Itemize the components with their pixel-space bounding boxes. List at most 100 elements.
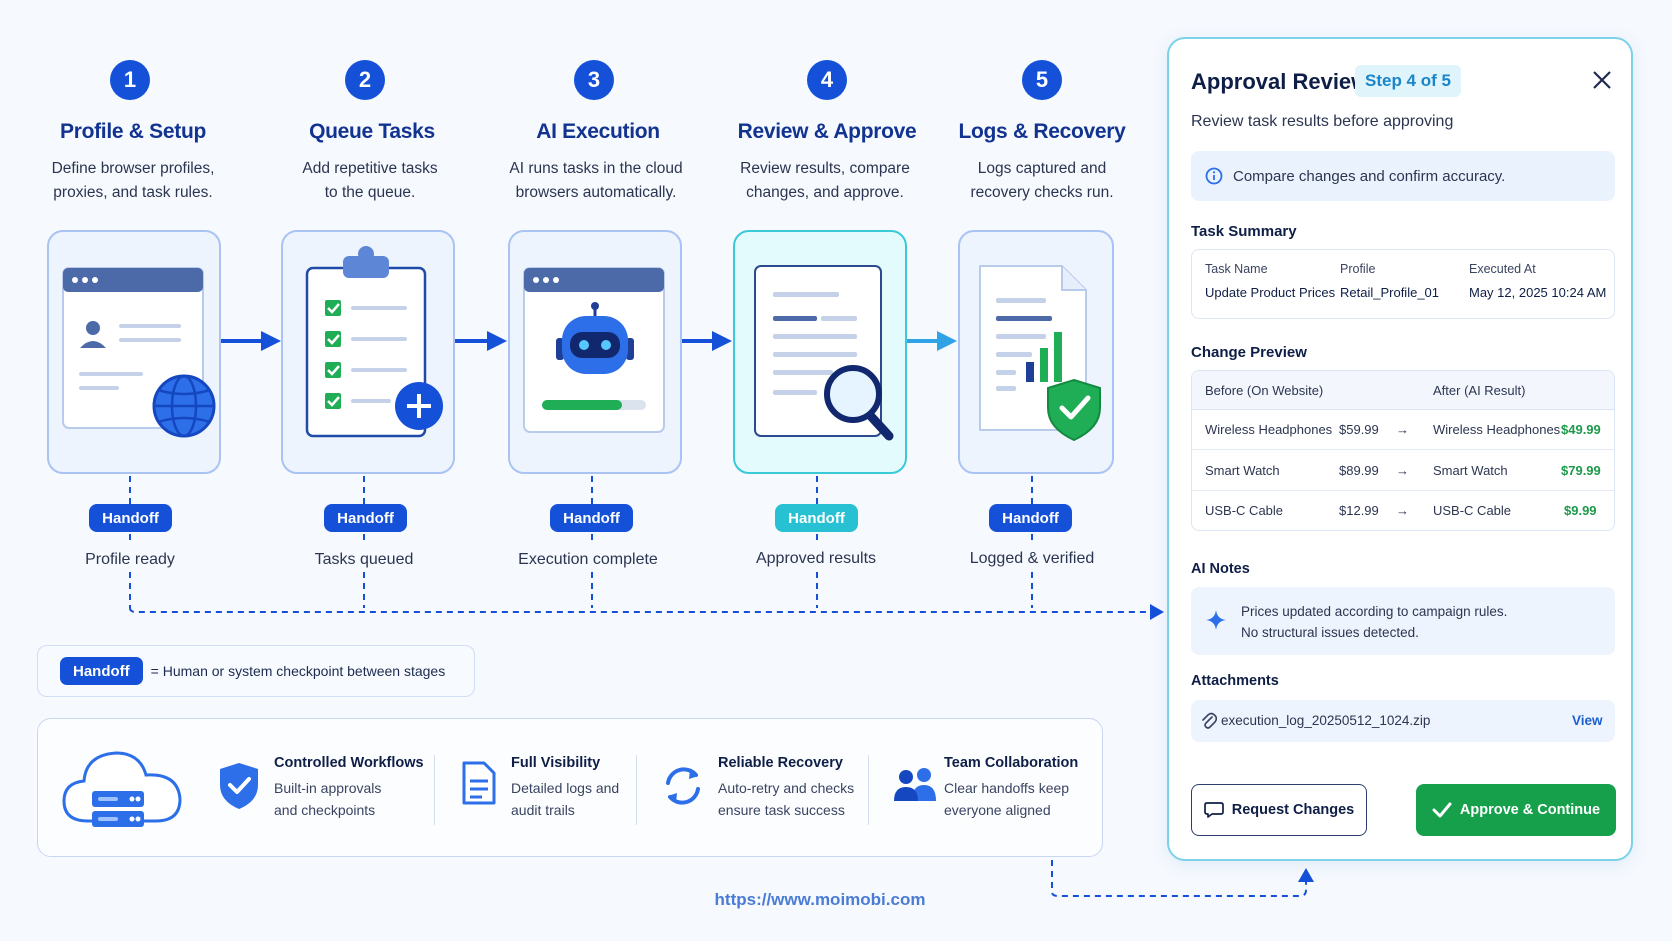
step-1-desc-line-1: Define browser profiles, [51,160,215,177]
arrow-right-icon [682,331,732,351]
robot-browser-icon [523,267,665,433]
legend-text: = Human or system checkpoint between sta… [150,663,446,679]
handoff-label-execution-complete: Execution complete [518,551,658,568]
feature-desc-line-1: Built-in approvals [274,780,382,796]
step-4-card[interactable] [733,230,907,474]
clipboard-checklist-icon [305,246,443,438]
step-4-number: 4 [807,60,847,100]
step-1-desc-line-2: proxies, and task rules. [53,184,213,201]
task-summary-heading: Task Summary [1191,223,1297,240]
task-summary-card: Task Name Update Product Prices Profile … [1191,249,1615,319]
step-1-number: 1 [110,60,150,100]
feature-desc: Detailed logs and audit trails [511,777,619,821]
close-icon[interactable] [1591,69,1613,91]
attachments-heading: Attachments [1191,673,1279,689]
info-text: Compare changes and confirm accuracy. [1233,167,1506,185]
summary-executed-at: Executed At May 12, 2025 10:24 AM [1469,262,1606,300]
attachment-view-link[interactable]: View [1572,713,1603,728]
arrow-right-icon [221,331,281,351]
feature-desc-line-2: audit trails [511,802,575,818]
step-2-card[interactable] [281,230,455,474]
document-magnifier-icon [754,265,894,441]
panel-title: Approval Review [1191,69,1369,94]
feature-desc-line-2: everyone aligned [944,802,1051,818]
feature-divider [868,755,869,825]
feature-desc-line-1: Auto-retry and checks [718,780,855,796]
handoff-badge: Handoff [89,504,172,532]
handoff-label-tasks-queued: Tasks queued [314,551,414,568]
handoff-badge: Handoff [989,504,1072,532]
before-column-header: Before (On Website) [1205,383,1324,398]
ai-notes-box: Prices updated according to campaign rul… [1191,587,1615,655]
table-row: USB-C Cable $12.99 → USB-C Cable $9.99 [1192,491,1614,531]
step-badge: Step 4 of 5 [1355,65,1461,97]
table-row: Smart Watch $89.99 → Smart Watch $79.99 [1192,451,1614,491]
info-icon [1205,167,1223,185]
paperclip-icon [1202,712,1217,729]
website-link[interactable]: https://www.moimobi.com [714,890,926,909]
after-column-header: After (AI Result) [1433,383,1526,398]
attachment-item[interactable]: execution_log_20250512_1024.zip View [1191,700,1615,742]
before-name: Smart Watch [1205,463,1280,478]
feature-title: Full Visibility [511,755,601,771]
summary-task-name: Task Name Update Product Prices [1205,262,1335,300]
step-5-number: 5 [1022,60,1062,100]
log-shield-icon [979,265,1101,442]
after-price: $79.99 [1561,463,1601,478]
arrow-right-icon: → [1396,503,1409,518]
document-icon [462,761,496,805]
after-price: $9.99 [1564,503,1597,518]
comment-icon [1203,802,1224,818]
step-5-desc-line-1: Logs captured and [977,160,1107,177]
attachment-filename: execution_log_20250512_1024.zip [1221,713,1431,728]
users-icon [894,768,936,801]
step-2-desc-line-1: Add repetitive tasks [302,160,438,177]
feature-desc-line-1: Detailed logs and [511,780,620,796]
step-5-desc-line-2: recovery checks run. [970,184,1114,201]
handoff-badge: Handoff [550,504,633,532]
request-changes-button[interactable]: Request Changes [1191,784,1367,836]
step-1-desc: Define browser profiles, proxies, and tas… [23,157,243,205]
legend-handoff-pill: Handoff [60,657,143,685]
step-2-number: 2 [345,60,385,100]
ai-note-line-1: Prices updated according to campaign rul… [1241,604,1508,619]
summary-value: Retail_Profile_01 [1340,285,1440,300]
after-name: Smart Watch [1433,463,1508,478]
table-row: Wireless Headphones $59.99 → Wireless He… [1192,410,1614,450]
approve-continue-button[interactable]: Approve & Continue [1416,784,1616,836]
ai-notes-text: Prices updated according to campaign rul… [1241,601,1507,643]
step-2-desc: Add repetitive tasks to the queue. [260,157,480,205]
handoff-legend: Handoff = Human or system checkpoint bet… [37,645,475,697]
step-3-title: AI Execution [536,120,660,143]
after-price: $49.99 [1561,422,1601,437]
before-name: USB-C Cable [1205,503,1284,518]
check-icon [1432,802,1452,818]
step-2-desc-line-2: to the queue. [324,184,416,201]
handoff-label-logged-verified: Logged & verified [969,550,1095,567]
handoff-label-profile-ready: Profile ready [85,551,175,568]
step-1-card[interactable] [47,230,221,474]
step-4-desc-line-1: Review results, compare [740,160,910,177]
step-3-card[interactable] [508,230,682,474]
before-price: $59.99 [1339,422,1379,437]
change-preview-heading: Change Preview [1191,344,1307,361]
summary-label: Task Name [1205,262,1268,276]
shield-check-icon [220,763,258,809]
summary-label: Executed At [1469,262,1536,276]
step-5-title: Logs & Recovery [958,120,1126,143]
browser-profile-globe-icon [62,267,216,438]
feature-divider [434,755,435,825]
step-3-desc-line-1: AI runs tasks in the cloud [509,160,683,177]
info-banner: Compare changes and confirm accuracy. [1191,151,1615,201]
approve-continue-label: Approve & Continue [1459,802,1601,818]
change-preview-header: Before (On Website) After (AI Result) [1192,371,1614,410]
step-5-card[interactable] [958,230,1114,474]
cloud-server-icon [62,751,182,827]
